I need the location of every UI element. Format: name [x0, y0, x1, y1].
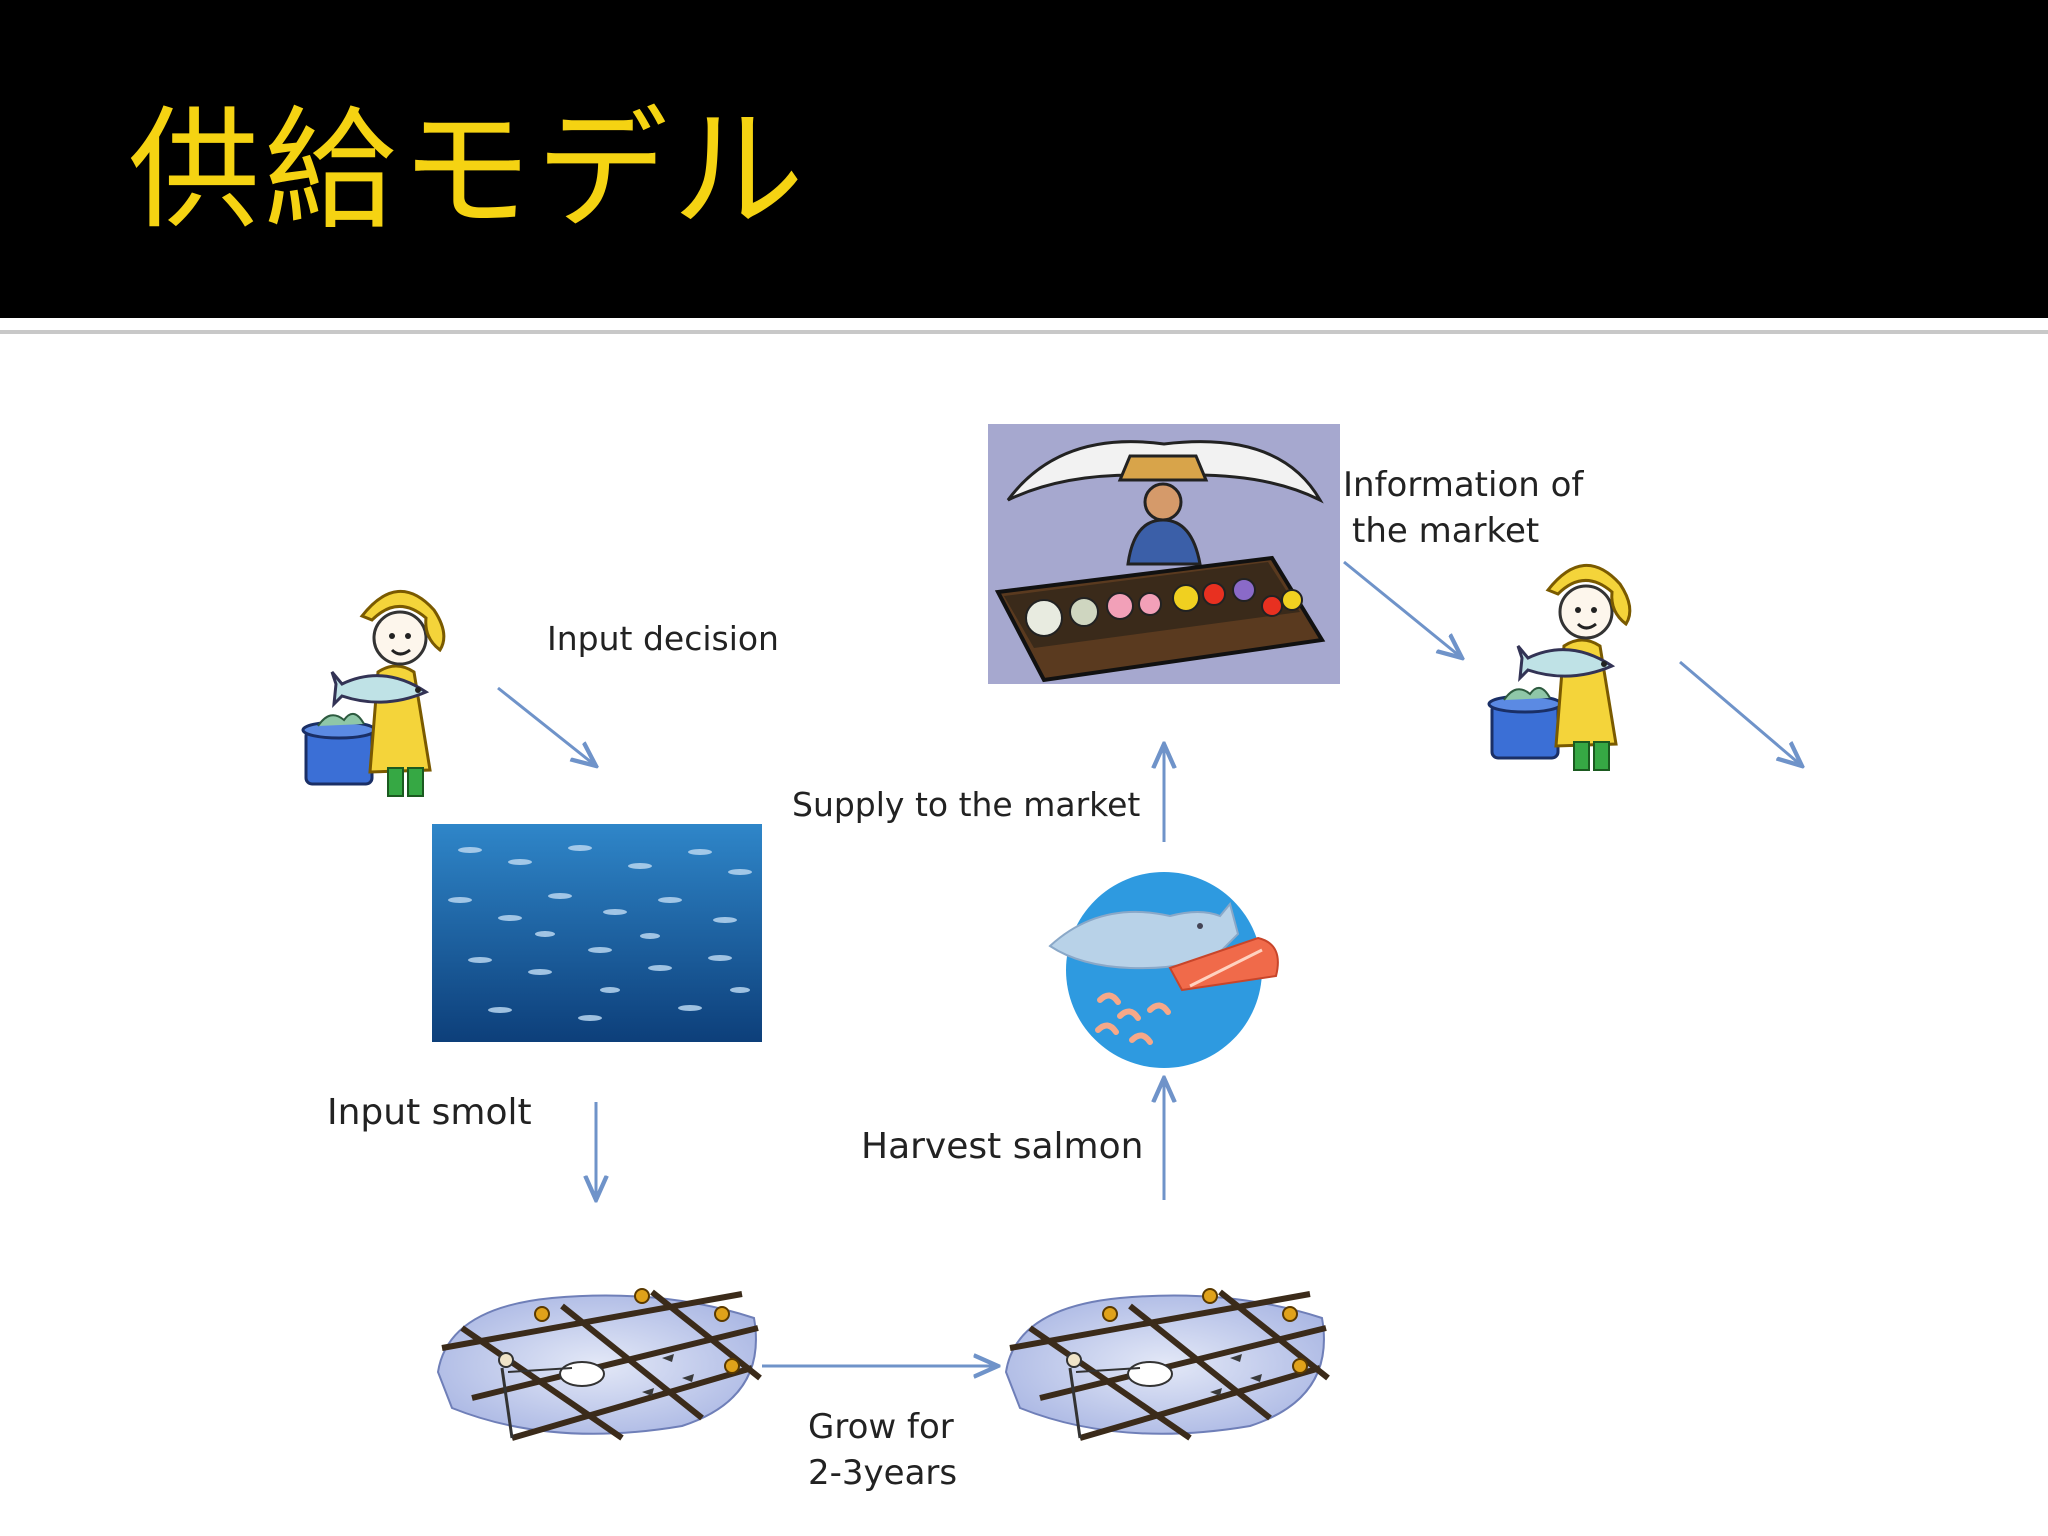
- fish-farm-cage-icon: [438, 1289, 760, 1438]
- label-supply: Supply to the market: [792, 785, 1141, 824]
- header-divider: [0, 330, 2048, 334]
- slide-header: [0, 0, 2048, 318]
- label-information-line2: the market: [1352, 511, 1540, 551]
- fish-school-photo: [432, 824, 762, 1042]
- arrow-information: [1343, 560, 1462, 658]
- label-input-smolt: Input smolt: [327, 1092, 532, 1133]
- label-information-line1: Information of: [1343, 465, 1584, 505]
- fisherman-icon: [301, 589, 446, 798]
- arrow-next-cycle: [1679, 660, 1802, 766]
- fish-farm-cage-icon: [1006, 1289, 1328, 1438]
- label-harvest: Harvest salmon: [861, 1126, 1144, 1167]
- label-grow-line1: Grow for: [808, 1407, 954, 1447]
- label-grow-line2: 2-3years: [808, 1453, 958, 1493]
- market-stall-icon: [988, 424, 1340, 684]
- label-input-decision: Input decision: [547, 619, 779, 658]
- fisherman-icon: [1487, 563, 1632, 772]
- arrow-input-decision: [497, 686, 596, 766]
- seafood-circle-icon: [1048, 872, 1279, 1068]
- slide-title: 供給モデル: [128, 94, 808, 248]
